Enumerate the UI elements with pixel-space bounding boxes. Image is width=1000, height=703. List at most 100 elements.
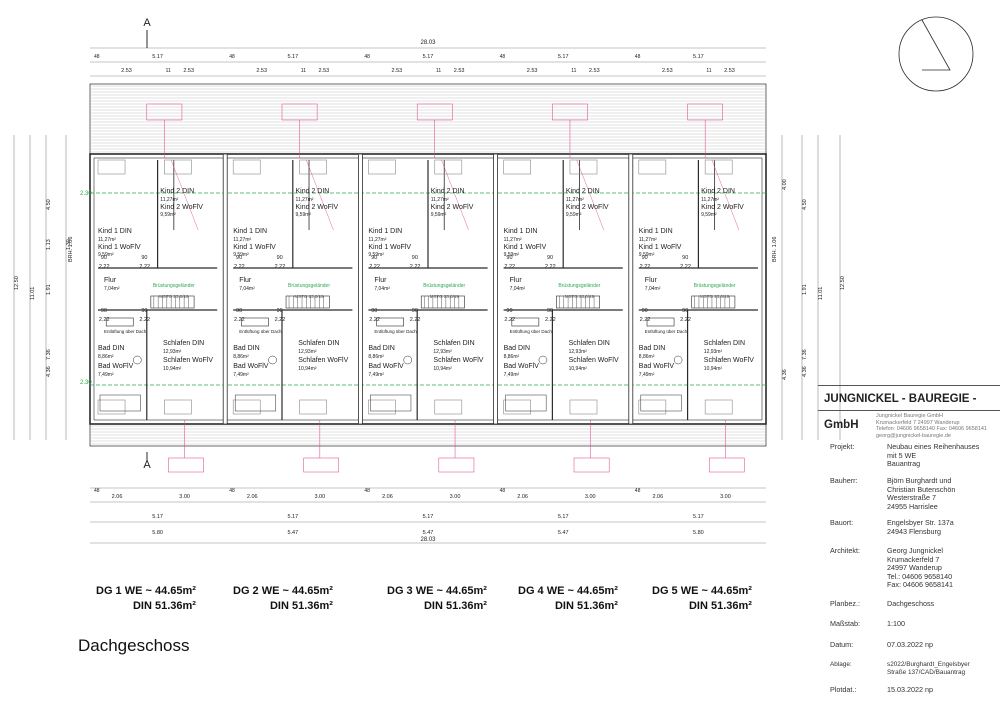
stair xyxy=(420,295,465,309)
dimension-label: 1.13 xyxy=(46,239,52,250)
unit-area-din: DIN 51.36m² xyxy=(554,600,618,612)
room-name: Schlafen WoFlV xyxy=(704,357,754,364)
door-width: 90 xyxy=(277,308,283,314)
door-height: 2.22 xyxy=(369,317,380,323)
dimension-label: 2.06 xyxy=(382,494,393,500)
dimension-label: 7.36 xyxy=(802,349,808,360)
unit-area-we: DG 3 WE ~ 44.65m² xyxy=(387,585,487,597)
roof-window xyxy=(434,399,463,415)
dimension-label: 3.00 xyxy=(720,494,731,500)
door-height: 2.22 xyxy=(369,264,380,270)
room-name: Kind 1 DIN xyxy=(98,228,132,235)
stair xyxy=(646,317,675,327)
plotdat-label: Plotdat.: xyxy=(830,685,857,694)
room-name: Kind 2 DIN xyxy=(160,188,194,195)
door-height: 2.22 xyxy=(640,317,651,323)
door-height: 2.22 xyxy=(139,317,150,323)
dimension-label: 48 xyxy=(229,488,235,494)
roof-window xyxy=(299,399,327,415)
room-name: Kind 2 DIN xyxy=(566,188,600,195)
room-name: Kind 1 WoFlV xyxy=(639,244,682,251)
door-width: 90 xyxy=(642,308,648,314)
roof-window xyxy=(569,399,598,415)
outer-wall xyxy=(89,153,767,425)
roof-hatch-top xyxy=(89,83,767,155)
dimension-label: 2.06 xyxy=(517,494,528,500)
room-area: 8,86m² xyxy=(639,354,655,360)
vent-note: Entlüftung über Dach xyxy=(374,329,417,334)
door-width: 90 xyxy=(371,308,377,314)
dimension-label: 48 xyxy=(94,54,100,60)
room-area: 11,27m² xyxy=(160,197,178,203)
room-name: Bad WoFlV xyxy=(98,363,134,370)
room-area: 7,49m² xyxy=(98,372,114,378)
skylight-note xyxy=(552,103,588,121)
bauherr-line: Christian Butenschön xyxy=(887,484,956,494)
planbez-label: Planbez.: xyxy=(830,599,860,608)
dimension-label: 5.17 xyxy=(558,514,569,520)
room-name: Schlafen WoFlV xyxy=(298,357,348,364)
party-wall xyxy=(493,153,499,425)
dimension-label: 4.36 xyxy=(802,366,808,377)
door-width: 90 xyxy=(506,308,512,314)
dimension-label: 5.80 xyxy=(152,530,163,536)
vent-note: Entlüftung über Dach xyxy=(239,329,282,334)
room-name: Bad DIN xyxy=(233,345,259,352)
dimension-label: 2.06 xyxy=(652,494,663,500)
room-area: 12,93m² xyxy=(298,349,317,355)
parapet-height-label: 2.30 xyxy=(80,380,92,386)
roof-window xyxy=(434,159,463,175)
massstab-label: Maßstab: xyxy=(830,619,860,628)
dimension-label: 48 xyxy=(635,488,641,494)
room-name: Kind 2 WoFlV xyxy=(296,204,339,211)
room-area: 9,59m² xyxy=(296,212,312,218)
room-area: 7,04m² xyxy=(239,286,255,292)
dimension-label: 5.17 xyxy=(287,514,298,520)
dimension-label: 4.36 xyxy=(782,369,788,380)
room-area: 8,86m² xyxy=(98,354,114,360)
roof-window xyxy=(368,159,396,175)
dimension-label: 4.50 xyxy=(46,199,52,210)
bathtub xyxy=(505,394,547,412)
room-area: 11,27m² xyxy=(368,237,386,243)
vent-note: Entlüftung über Dach xyxy=(510,329,553,334)
parapet-note: Brüstungsgeländer xyxy=(153,283,195,289)
room-area: 9,59m² xyxy=(701,212,717,218)
door-height: 2.22 xyxy=(234,264,245,270)
dimension-label: 2.53 xyxy=(527,68,538,74)
dimension-label: 5.17 xyxy=(693,54,704,60)
door-width: 90 xyxy=(682,255,688,261)
room-name: Kind 2 WoFlV xyxy=(566,204,609,211)
room-area: 9,59m² xyxy=(566,212,582,218)
room-name: Kind 1 WoFlV xyxy=(233,244,276,251)
architekt-line: Krumackerfeld 7 xyxy=(887,554,940,564)
bauherr-label: Bauherr: xyxy=(830,476,858,485)
datum-value: 07.03.2022 np xyxy=(887,640,933,649)
dimension-label: 48 xyxy=(500,488,506,494)
roof-window xyxy=(638,159,667,175)
room-area: 12,93m² xyxy=(569,349,588,355)
dimension-label: 2.53 xyxy=(183,68,194,74)
door-height: 2.22 xyxy=(545,264,556,270)
door-height: 2.22 xyxy=(545,317,556,323)
stair xyxy=(241,317,269,327)
ablage-label: Ablage: xyxy=(830,661,852,668)
dimension-label: 5.47 xyxy=(558,530,569,536)
bauherr-line: 24955 Harrislee xyxy=(887,501,938,511)
massstab-value: 1:100 xyxy=(887,619,905,628)
room-area: 11,27m² xyxy=(233,237,251,243)
dimension-label: 11 xyxy=(436,68,441,74)
door-width: 90 xyxy=(547,308,553,314)
roof-window xyxy=(638,399,667,415)
unit-area-we: DG 5 WE ~ 44.65m² xyxy=(652,585,752,597)
roof-window xyxy=(503,399,531,415)
skylight-note xyxy=(687,103,723,121)
dimension-label: 28.03 xyxy=(420,40,436,46)
section-marker: A xyxy=(143,17,151,29)
bathtub xyxy=(370,394,412,412)
dimension-label: 3.00 xyxy=(450,494,461,500)
parapet-height-label: 2.30 xyxy=(80,191,92,197)
room-area: 10,94m² xyxy=(704,366,723,372)
inner-wall-line xyxy=(93,157,763,421)
